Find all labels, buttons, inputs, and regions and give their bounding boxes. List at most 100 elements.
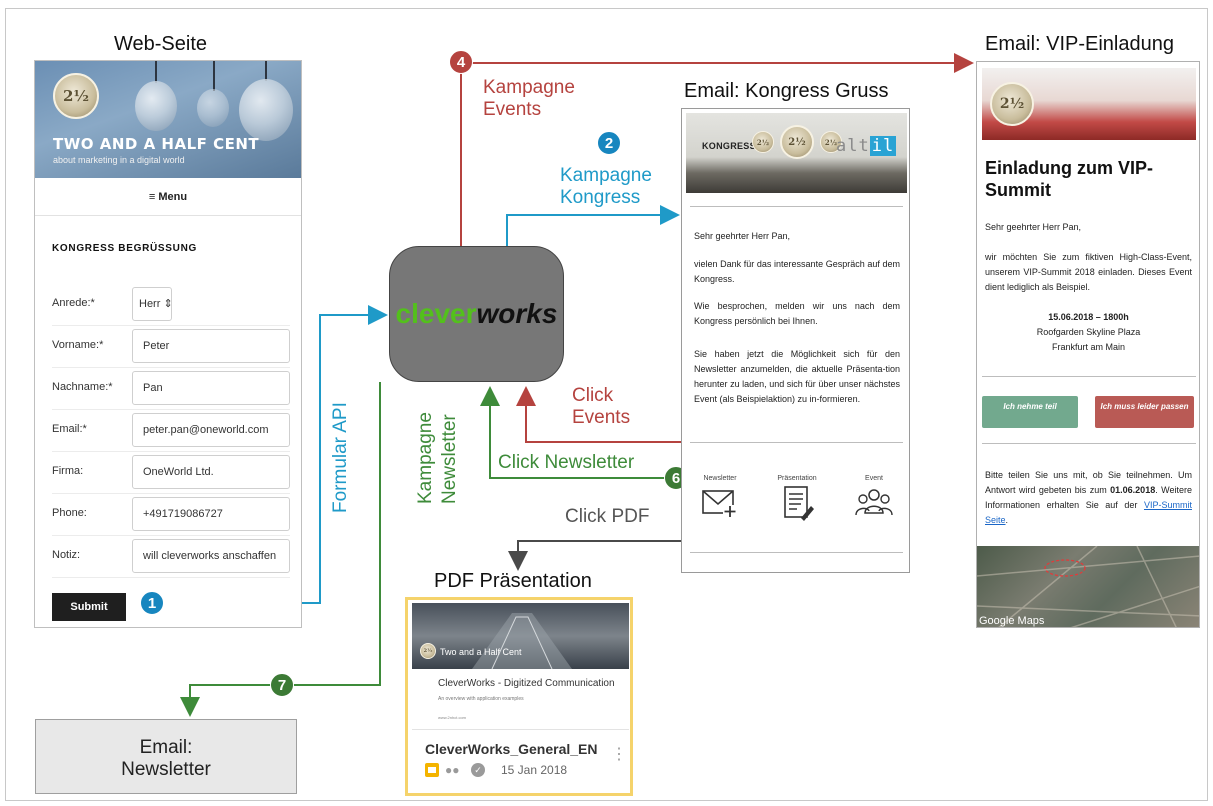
coin-icon: 2½ [420,643,436,659]
form-label: Vorname:* [52,339,104,351]
envelope-plus-icon [702,490,737,517]
label-line: Kampagne [560,165,652,186]
event-option[interactable]: Event [844,475,904,520]
form-divider [52,409,290,410]
newsletter-option-label: Newsletter [703,475,737,482]
form-row-vorname: Vorname:* Peter [52,329,290,363]
step-1-badge: 1 [140,591,164,615]
event-option-label: Event [865,475,883,482]
nachname-field[interactable]: Pan [132,371,290,405]
divider [690,206,903,207]
label-formular-api: Formular API [330,402,351,513]
pdf-url-text: www.2nhct.com [438,715,467,720]
vip-hero-image: 2½ [982,68,1196,140]
altil-box: il [869,136,897,156]
praesentation-option-label: Präsentation [777,475,817,482]
shared-users-icon: ●● [445,763,460,777]
website-panel: 2½ TWO AND A HALF CENT about marketing i… [34,60,302,628]
form-label: Notiz: [52,549,81,561]
step-7-badge: 7 [270,673,294,697]
label-click-newsletter: Click Newsletter [498,452,635,473]
label-line: Kampagne [483,77,575,98]
firma-field[interactable]: OneWorld Ltd. [132,455,290,489]
vip-p2-text: Bitte teilen Sie uns mit, ob Sie teilneh… [985,470,1192,495]
website-tagline: about marketing in a digital world [53,155,185,165]
vip-paragraph-2: Bitte teilen Sie uns mit, ob Sie teilneh… [985,468,1192,528]
form-row-nachname: Nachname:* Pan [52,371,290,405]
step-4-badge: 4 [449,50,473,74]
vip-accept-button[interactable]: Ich nehme teil [982,396,1078,428]
form-label: Anrede:* [52,297,95,309]
website-hero-image: 2½ [35,61,301,178]
label-line: Events [483,99,542,120]
altil-text: alt [836,136,870,156]
slides-icon [425,763,439,777]
title-vip-email: Email: VIP-Einladung [985,33,1174,55]
label-line: Kongress [560,187,641,208]
kongress-paragraph-1: vielen Dank für das interessante Gespräc… [694,259,900,284]
pdf-hero-image: 2½ Two and a Half Cent [412,603,629,669]
label-line: Newsletter [439,414,460,504]
vip-p2-text: . [1005,515,1009,525]
coin-logo-icon: 2½ [53,73,99,119]
coin-logo-icon: 2½ [990,82,1034,126]
map-streets [977,546,1199,627]
cleverworks-logo-part2: works [476,298,558,329]
document-pen-icon [784,486,814,521]
vip-paragraph-1: wir möchten Sie zum fiktiven High-Class-… [985,252,1192,292]
escalator-graphic [472,613,572,669]
people-group-icon [855,489,893,516]
email-field[interactable]: peter.pan@oneworld.com [132,413,290,447]
title-website: Web-Seite [114,33,208,55]
label-line: Click [572,385,614,406]
more-options-icon[interactable]: ⋮ [611,746,627,763]
label-line: Kampagne [415,412,436,504]
arrow-kampagne-kongress [506,205,680,246]
website-menu-button[interactable]: ≡ Menu [35,178,301,216]
form-row-phone: Phone: +491719086727 [52,497,290,531]
form-divider [52,325,290,326]
vip-map-image[interactable]: Google Maps [977,546,1199,627]
kongress-paragraph-2: Wie besprochen, melden wir uns nach dem … [694,301,900,326]
vip-decline-button[interactable]: Ich muss leider passen [1095,396,1194,428]
praesentation-option[interactable]: Präsentation [767,475,827,524]
newsletter-email-box: Email: Newsletter [35,719,297,794]
label-line: Events [572,407,631,428]
cleverworks-logo-part1: clever [395,298,477,329]
vip-summit-link[interactable]: VIP-Summit Seite [985,500,1192,525]
divider [982,443,1196,444]
pdf-file-name: CleverWorks_General_EN [425,741,598,757]
divider [982,376,1196,377]
vip-greeting: Sehr geehrter Herr Pan, [985,222,1082,232]
newsletter-line-1: Email: [139,737,193,758]
form-label: Firma: [52,465,84,477]
newsletter-option[interactable]: Newsletter [690,475,750,520]
vorname-field[interactable]: Peter [132,329,290,363]
form-divider [52,577,290,578]
title-pdf: PDF Präsentation [434,570,592,592]
coin-icon: 2½ [752,131,774,153]
phone-field[interactable]: +491719086727 [132,497,290,531]
form-row-anrede: Anrede:* Herr ⇕ [52,287,290,321]
arrow-click-newsletter [480,386,679,479]
notiz-field[interactable]: will cleverworks anschaffen [132,539,290,573]
pdf-date: 15 Jan 2018 [501,763,568,777]
kongress-paragraph-3: Sie haben jetzt die Möglichkeit sich für… [694,349,900,404]
title-kongress-email: Email: Kongress Gruss [684,80,889,102]
coin-icon: 2½ [820,131,842,153]
label-click-pdf: Click PDF [565,506,650,527]
step-2-badge: 2 [597,131,621,155]
label-click-events: Click Events [572,385,630,429]
form-divider [52,367,290,368]
anrede-select[interactable]: Herr ⇕ [132,287,172,321]
submit-button[interactable]: Submit [52,593,126,621]
form-label: Email:* [52,423,87,435]
pdf-card[interactable]: 2½ Two and a Half Cent CleverWorks - Dig… [405,597,633,796]
vip-event-date: 15.06.2018 – 1800h [1048,312,1129,322]
form-row-firma: Firma: OneWorld Ltd. [52,455,290,489]
pdf-hero-title: Two and a Half Cent [440,647,522,657]
vip-event-venue: Roofgarden Skyline Plaza [1036,327,1141,337]
